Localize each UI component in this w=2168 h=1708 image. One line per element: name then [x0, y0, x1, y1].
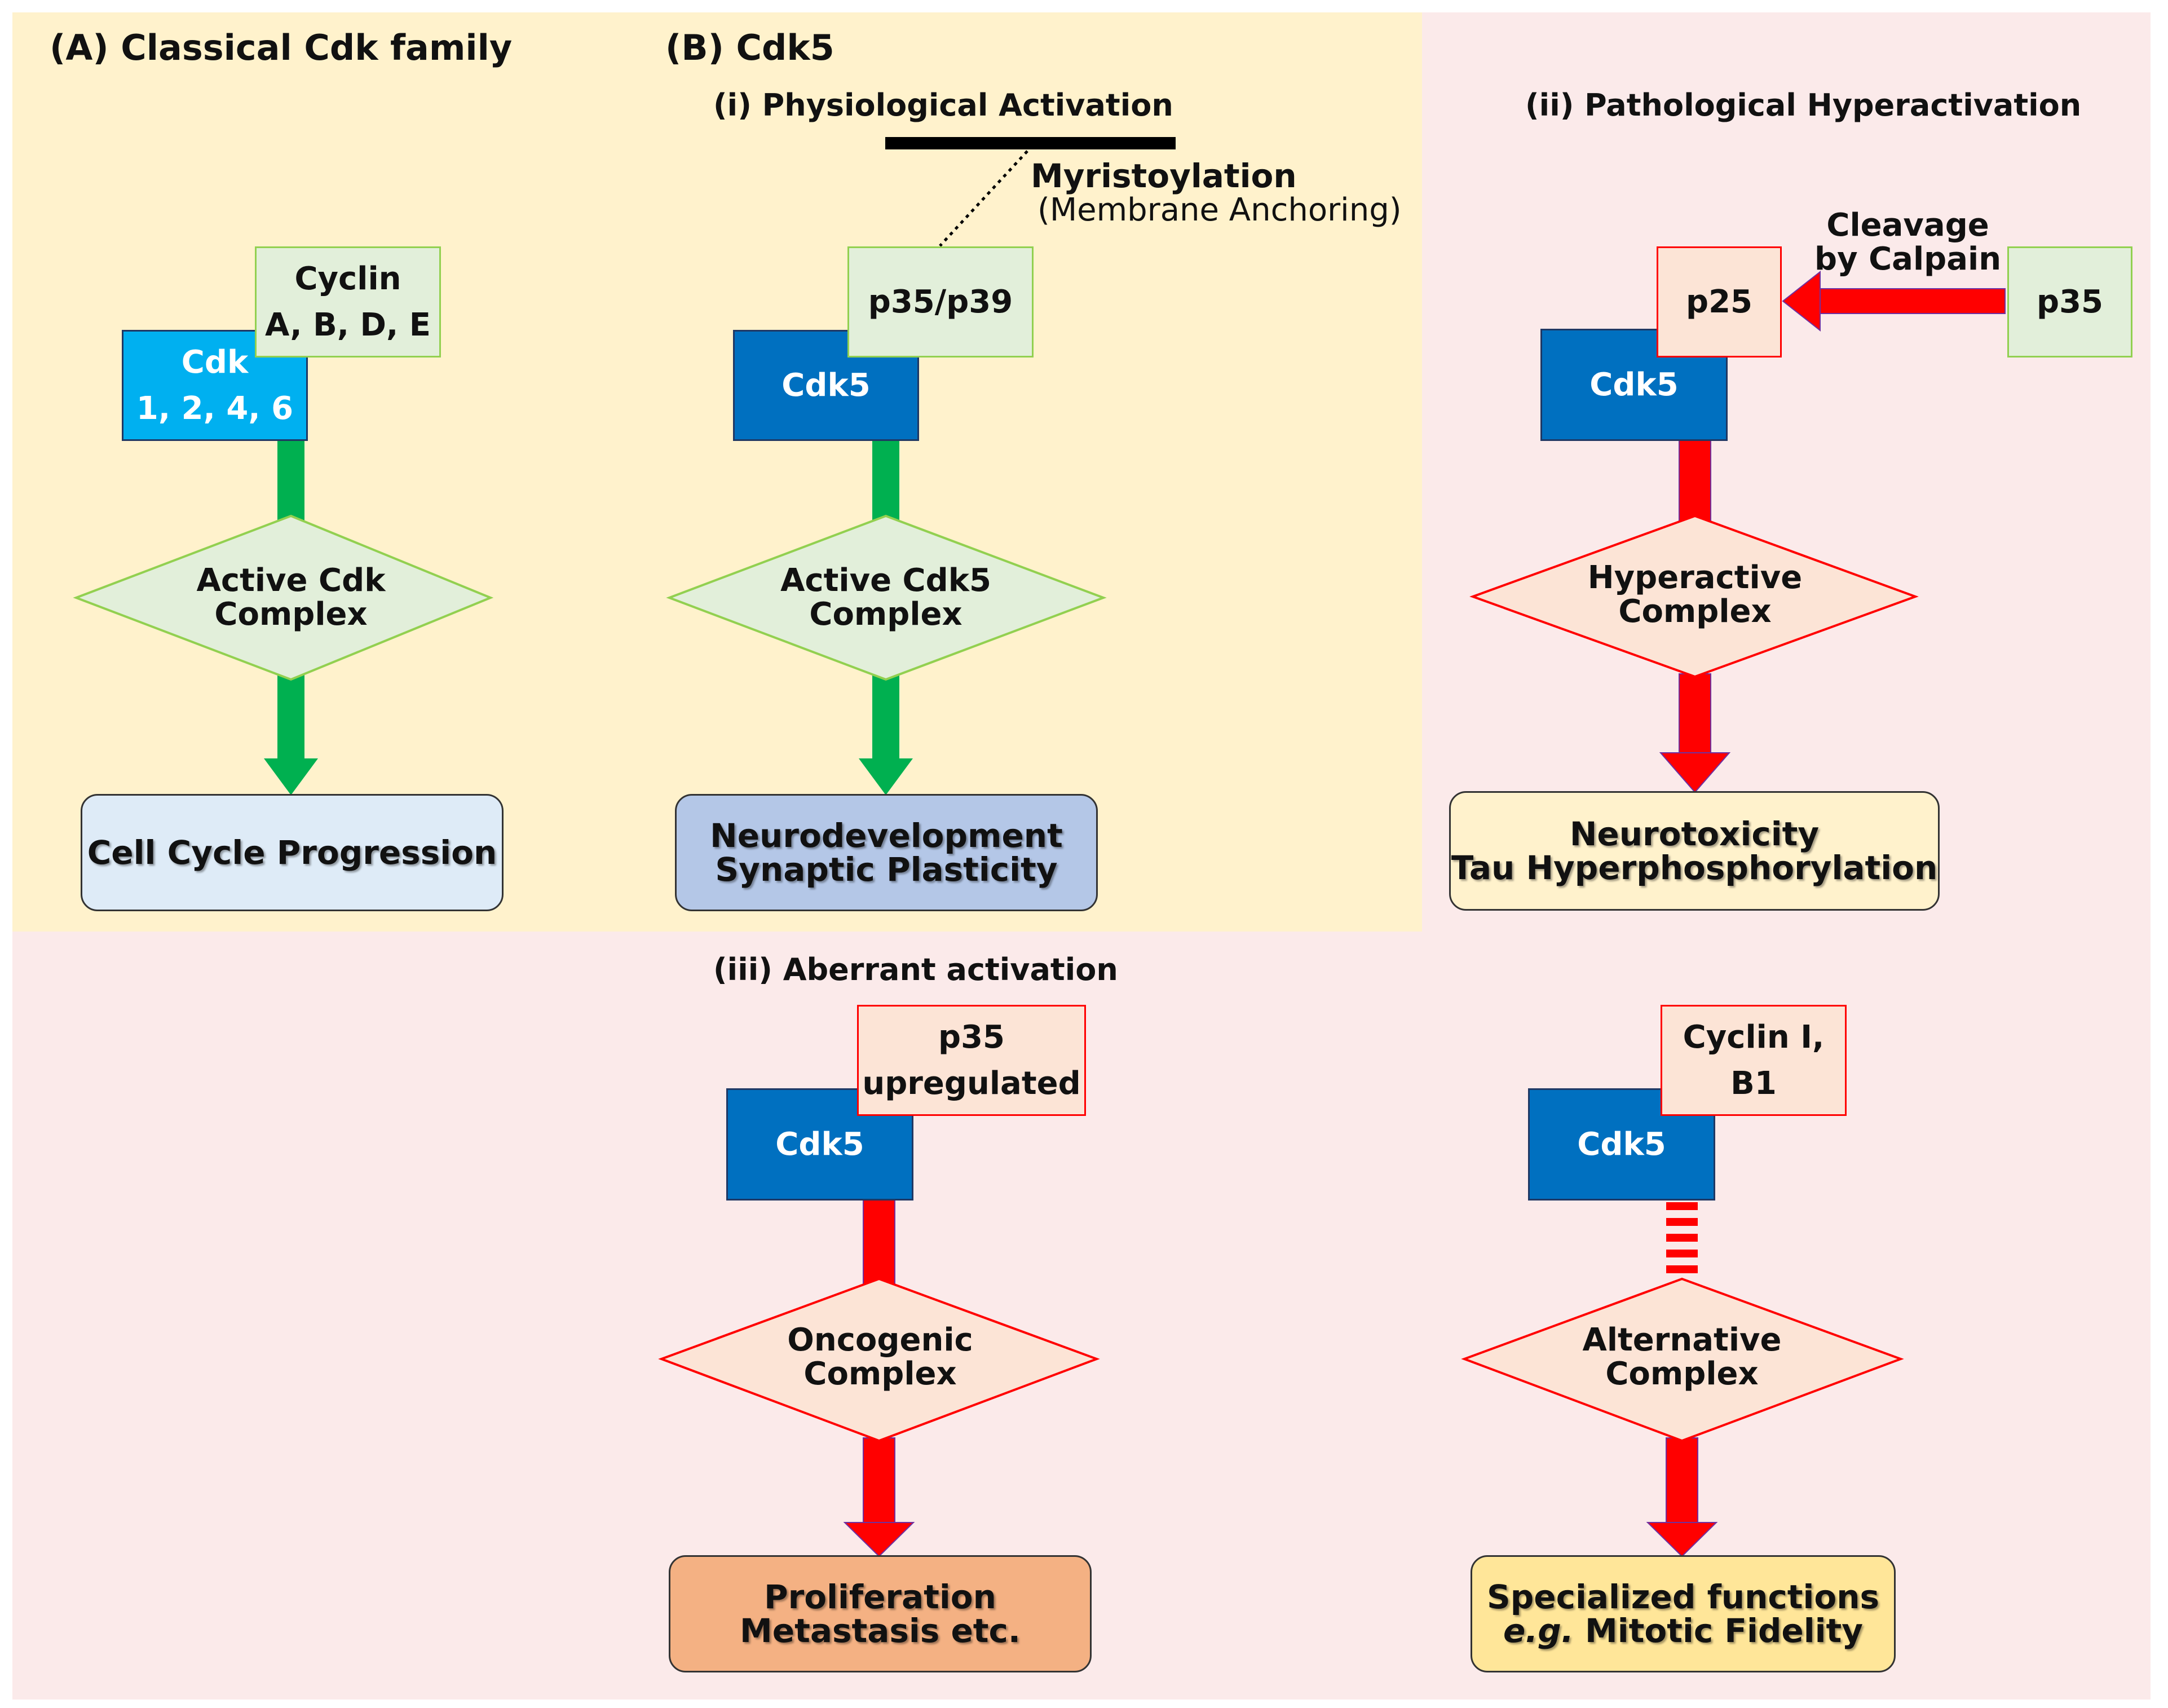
classical-complex-line2: Complex	[214, 596, 368, 633]
pathological-hyperactivation-title: (ii) Pathological Hyperactivation	[1525, 87, 2082, 123]
neurodevelopment-text: Neurodevelopment	[710, 817, 1063, 855]
oncogenic-arrow-shaft-lower	[863, 1437, 895, 1523]
eg-text: e.g.	[1503, 1612, 1574, 1650]
oncogenic-arrow-shaft-upper	[863, 1199, 895, 1286]
membrane-anchoring-label: (Membrane Anchoring)	[1037, 192, 1402, 228]
classical-cyclin-members: A, B, D, E	[264, 306, 431, 343]
specialized-functions-text: Specialized functions	[1486, 1578, 1880, 1616]
synaptic-plasticity-text: Synaptic Plasticity	[715, 850, 1058, 889]
pathological-arrow-shaft-lower	[1679, 673, 1711, 753]
p35-precursor-label: p35	[2036, 283, 2103, 320]
p35-upregulated-line1: p35	[938, 1018, 1005, 1056]
tau-hyperphosphorylation-text: Tau Hyperphosphorylation	[1451, 849, 1938, 887]
oncogenic-complex-line2: Complex	[803, 1356, 957, 1392]
alternative-complex-line2: Complex	[1605, 1356, 1759, 1392]
alternative-dashed-connector	[1666, 1202, 1698, 1273]
pathological-arrow-shaft-upper	[1679, 438, 1711, 525]
myristoylation-label: Myristoylation	[1031, 157, 1297, 195]
physiological-panel-background	[12, 12, 1422, 932]
classical-complex-line1: Active Cdk	[196, 562, 386, 599]
alternative-cdk5-label: Cdk5	[1577, 1126, 1666, 1163]
classical-cdk-label: Cdk	[181, 343, 249, 381]
cleavage-by-calpain-label: Cleavage by Calpain	[1814, 209, 2001, 276]
oncogenic-complex-line1: Oncogenic	[787, 1322, 973, 1358]
cyclin-i-b1-box: Cyclin I, B1	[1661, 1005, 1847, 1116]
metastasis-text: Metastasis etc.	[740, 1612, 1021, 1650]
p35-upregulated-line2: upregulated	[862, 1065, 1081, 1102]
classical-arrow-head	[264, 758, 318, 795]
classical-cyclin-box: Cyclin A, B, D, E	[255, 246, 441, 358]
alternative-complex-line1: Alternative	[1582, 1322, 1782, 1358]
p35-p39-box: p35/p39	[847, 246, 1034, 358]
myristoyl-tether-line	[939, 150, 1028, 247]
cell-cycle-progression-outcome: Cell Cycle Progression	[81, 794, 504, 911]
panel-b-title: (B) Cdk5	[665, 27, 834, 68]
pathological-panel-background	[1422, 12, 2151, 932]
p35-precursor-box: p35	[2007, 246, 2132, 358]
hyperactive-complex-line2: Complex	[1618, 593, 1772, 630]
oncogenic-cdk5-label: Cdk5	[775, 1126, 864, 1163]
p25-label: p25	[1685, 283, 1752, 320]
classical-arrow-shaft-upper	[277, 439, 304, 524]
membrane-bar	[885, 137, 1176, 149]
physiological-complex-line1: Active Cdk5	[780, 562, 991, 599]
classical-complex-diamond	[73, 514, 494, 681]
classical-arrow-shaft-lower	[277, 674, 304, 758]
mitotic-fidelity-line: e.g. Mitotic Fidelity	[1487, 1614, 1879, 1648]
neurotoxicity-text: Neurotoxicity	[1569, 815, 1820, 853]
pathological-cdk5-label: Cdk5	[1589, 367, 1679, 403]
cell-cycle-progression-text: Cell Cycle Progression	[87, 833, 497, 872]
panel-a-title: (A) Classical Cdk family	[50, 27, 513, 68]
proliferation-text: Proliferation	[764, 1578, 996, 1616]
alternative-arrow-shaft	[1666, 1437, 1698, 1523]
cleavage-arrow-shaft	[1820, 288, 2006, 314]
p35-p39-label: p35/p39	[868, 283, 1013, 320]
physiological-arrow-shaft-lower	[872, 674, 899, 758]
oncogenic-arrow-head	[843, 1522, 915, 1557]
cleavage-text: Cleavage	[1826, 207, 1989, 244]
oncogenic-complex-diamond	[658, 1277, 1100, 1442]
physiological-arrow-shaft-upper	[872, 439, 899, 524]
hyperactive-complex-diamond	[1469, 514, 1919, 678]
aberrant-activation-title: (iii) Aberrant activation	[713, 952, 1118, 987]
classical-cdk-members: 1, 2, 4, 6	[136, 390, 294, 427]
alternative-arrow-head	[1646, 1522, 1718, 1557]
physiological-activation-title: (i) Physiological Activation	[713, 87, 1173, 123]
physiological-complex-line2: Complex	[809, 596, 962, 633]
classical-cyclin-label: Cyclin	[294, 260, 401, 297]
specialized-functions-outcome: Specialized functions e.g. Mitotic Fidel…	[1471, 1555, 1896, 1672]
physiological-cdk5-label: Cdk5	[781, 367, 871, 404]
cyclin-b1-text: B1	[1730, 1065, 1777, 1102]
mitotic-fidelity-text: Mitotic Fidelity	[1573, 1612, 1864, 1650]
hyperactive-complex-line1: Hyperactive	[1587, 559, 1803, 596]
p35-upregulated-box: p35 upregulated	[857, 1005, 1086, 1116]
p25-box: p25	[1657, 246, 1782, 358]
physiological-arrow-head	[859, 758, 913, 795]
by-calpain-text: by Calpain	[1814, 241, 2002, 277]
pathological-cdk5-box: Cdk5	[1540, 329, 1728, 441]
cyclin-i-text: Cyclin I,	[1683, 1018, 1825, 1056]
alternative-complex-diamond	[1461, 1277, 1904, 1442]
physiological-complex-diamond	[666, 514, 1107, 681]
cleavage-arrow-head	[1782, 270, 1821, 332]
pathological-arrow-head	[1659, 752, 1731, 793]
